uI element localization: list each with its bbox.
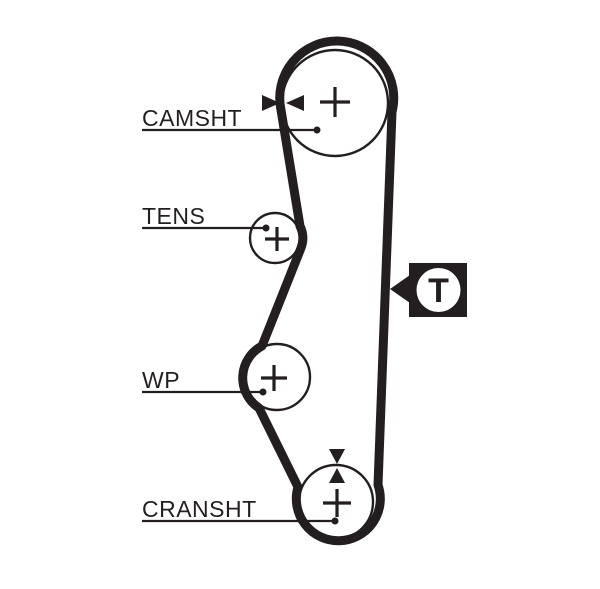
camshaft-leader-dot	[313, 126, 321, 134]
crankshaft-leader-dot	[331, 517, 339, 525]
crankshaft-timing-arrow-up-icon	[329, 468, 345, 483]
tensioner-leader-dot	[262, 224, 270, 232]
t-marker-letter: T	[428, 272, 449, 310]
crankshaft-label: CRANSHT	[142, 496, 257, 522]
camshaft-timing-arrow-right-icon	[262, 95, 280, 111]
water-pump-center-cross	[261, 365, 287, 391]
t-marker-badge: T	[390, 263, 467, 317]
crankshaft-center-cross	[323, 489, 351, 517]
camshaft-center-cross	[320, 87, 350, 117]
water-pump-label: WP	[142, 367, 180, 393]
t-marker-pointer-icon	[390, 275, 410, 303]
tensioner-center-cross	[265, 227, 289, 251]
camshaft-label: CAMSHT	[142, 105, 242, 131]
crankshaft-timing-arrow-down-icon	[329, 449, 345, 464]
t-marker-circle	[416, 268, 461, 312]
water-pump-leader-dot	[259, 388, 267, 396]
tensioner-label: TENS	[142, 203, 205, 229]
camshaft-timing-arrow-left-icon	[286, 95, 304, 111]
timing-belt	[238, 36, 399, 546]
